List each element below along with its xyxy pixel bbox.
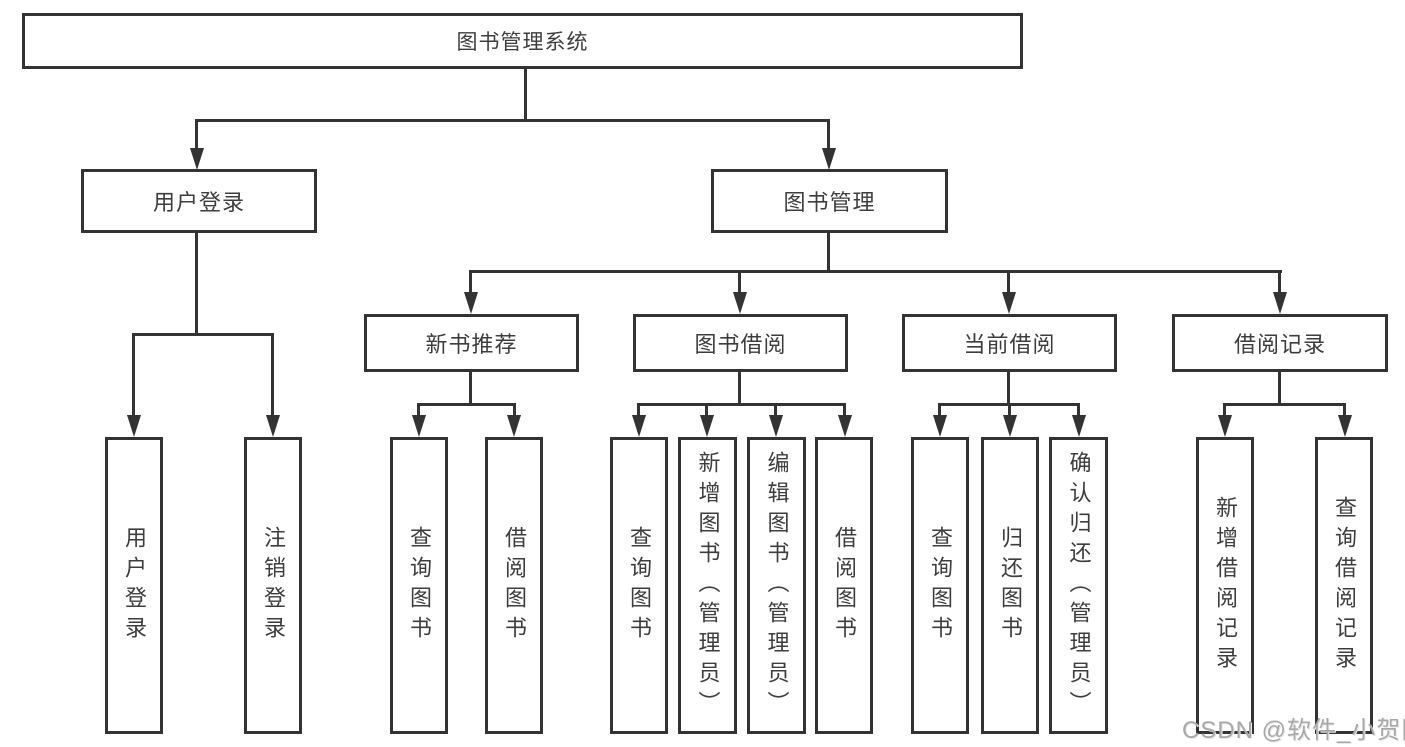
arrow-down-icon xyxy=(1338,415,1352,437)
connector-line xyxy=(637,403,846,406)
arrow-down-icon xyxy=(1072,415,1086,437)
node-new-book-recommendation: 新书推荐 xyxy=(364,314,579,372)
arrow-down-icon xyxy=(838,415,852,437)
connector-line xyxy=(195,119,830,122)
connector-line xyxy=(469,270,1282,273)
connector-line xyxy=(469,372,472,405)
leaf-query-books-recommend: 查询图书 xyxy=(390,437,448,734)
connector-line xyxy=(1007,270,1010,294)
node-library-management-system: 图书管理系统 xyxy=(22,13,1023,69)
node-user-login: 用户登录 xyxy=(81,169,317,233)
connector-line xyxy=(1223,403,1346,406)
node-book-management: 图书管理 xyxy=(711,169,948,233)
node-book-borrowing: 图书借阅 xyxy=(633,314,848,372)
leaf-return-books: 归还图书 xyxy=(981,437,1039,734)
connector-line xyxy=(271,333,274,417)
leaf-add-borrow-record: 新增借阅记录 xyxy=(1196,437,1254,734)
connector-line xyxy=(827,233,830,272)
arrow-down-icon xyxy=(822,148,836,170)
connector-line xyxy=(774,403,777,417)
connector-line xyxy=(513,403,516,417)
leaf-query-borrow-record: 查询借阅记录 xyxy=(1315,437,1373,734)
arrow-down-icon xyxy=(769,415,783,437)
connector-line xyxy=(417,403,420,417)
connector-line xyxy=(417,403,516,406)
connector-line xyxy=(1278,372,1281,405)
arrow-down-icon xyxy=(412,415,426,437)
connector-line xyxy=(1343,403,1346,417)
leaf-query-books-borrowing: 查询图书 xyxy=(610,437,668,734)
connector-line xyxy=(1223,403,1226,417)
connector-line xyxy=(705,403,708,417)
connector-line xyxy=(1008,403,1011,417)
arrow-down-icon xyxy=(1003,415,1017,437)
connector-line xyxy=(938,403,941,417)
connector-line xyxy=(637,403,640,417)
arrow-down-icon xyxy=(1218,415,1232,437)
connector-line xyxy=(195,119,198,151)
connector-line xyxy=(132,333,135,417)
arrow-down-icon xyxy=(733,292,747,314)
leaf-user-login: 用户登录 xyxy=(105,437,163,734)
connector-line xyxy=(132,333,274,336)
connector-line xyxy=(1007,372,1010,405)
arrow-down-icon xyxy=(266,415,280,437)
leaf-borrow-books-borrowing: 借阅图书 xyxy=(815,437,873,734)
arrow-down-icon xyxy=(1002,292,1016,314)
connector-line xyxy=(827,119,830,151)
connector-line xyxy=(738,270,741,294)
arrow-down-icon xyxy=(190,148,204,170)
arrow-down-icon xyxy=(632,415,646,437)
leaf-add-book-admin: 新增图书（管理员） xyxy=(678,437,737,734)
arrow-down-icon xyxy=(464,292,478,314)
connector-line xyxy=(843,403,846,417)
connector-line xyxy=(469,270,472,294)
connector-line xyxy=(524,69,527,121)
node-current-borrowing: 当前借阅 xyxy=(902,314,1117,372)
arrow-down-icon xyxy=(700,415,714,437)
csdn-watermark: CSDN @软件_小贺同学 xyxy=(1182,717,1405,744)
arrow-down-icon xyxy=(1273,292,1287,314)
leaf-query-books-current: 查询图书 xyxy=(911,437,969,734)
connector-line xyxy=(1278,270,1281,294)
connector-line xyxy=(738,372,741,405)
arrow-down-icon xyxy=(507,415,521,437)
leaf-logout: 注销登录 xyxy=(244,437,302,734)
connector-line xyxy=(1077,403,1080,417)
node-borrowing-records: 借阅记录 xyxy=(1172,314,1388,372)
arrow-down-icon xyxy=(933,415,947,437)
connector-line xyxy=(195,233,198,334)
leaf-borrow-books-recommend: 借阅图书 xyxy=(485,437,543,734)
arrow-down-icon xyxy=(127,415,141,437)
leaf-edit-book-admin: 编辑图书（管理员） xyxy=(747,437,806,734)
leaf-confirm-return-admin: 确认归还（管理员） xyxy=(1049,437,1108,734)
